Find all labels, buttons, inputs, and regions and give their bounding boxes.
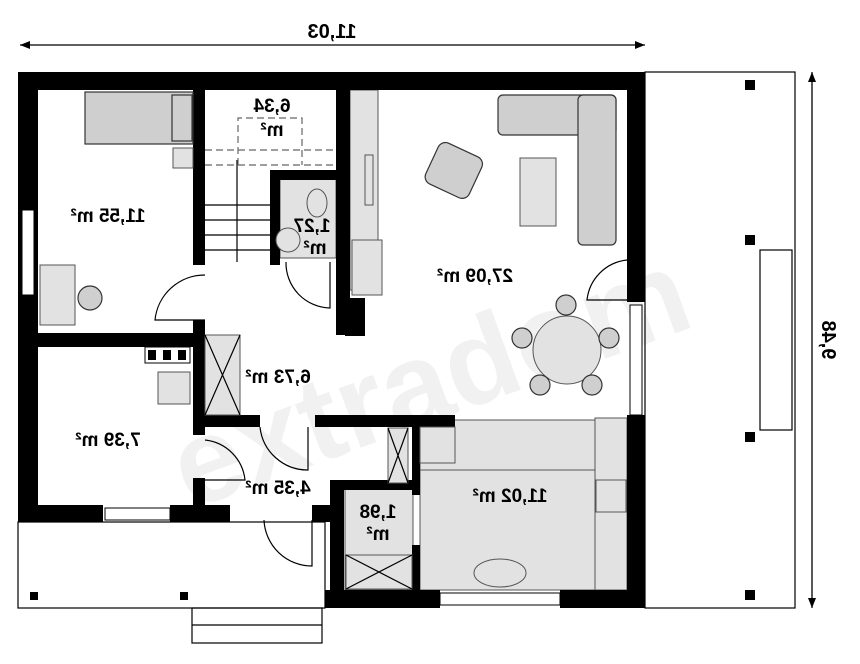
doors xyxy=(154,259,628,567)
dining-table-icon xyxy=(532,315,602,385)
room-area-wc: 1,27 xyxy=(294,216,331,237)
depth-dimension: 9,48 xyxy=(808,72,839,608)
depth-label: 9,48 xyxy=(817,321,839,360)
sink-icon xyxy=(473,558,527,588)
room-labels: 11,55 m² 6,34 m² 1,27 m² 27,09 m² 6,73 m… xyxy=(71,96,548,545)
room-area-boiler-room: 7,39 m² xyxy=(75,430,140,451)
toilet-icon xyxy=(306,188,328,218)
room-area-vestibule: 4,35 m² xyxy=(245,478,310,499)
width-dimension: 11,03 xyxy=(20,21,645,49)
stairs xyxy=(205,117,336,262)
fireplace-icon xyxy=(351,239,383,296)
coffee-table-icon xyxy=(519,157,557,227)
furniture xyxy=(39,91,627,590)
fridge-icon xyxy=(419,426,456,464)
washbasin-icon xyxy=(275,227,301,253)
stove-icon xyxy=(595,479,627,513)
armchair-icon xyxy=(424,141,484,199)
room-unit-pantry: m² xyxy=(366,524,389,545)
walls xyxy=(18,72,645,608)
boiler-icon xyxy=(157,371,191,405)
room-area-kitchen: 11,02 m² xyxy=(473,486,548,507)
width-label: 11,03 xyxy=(308,21,357,43)
room-area-living-room: 27,09 m² xyxy=(437,266,513,287)
chair-icon xyxy=(77,285,103,311)
room-unit-wc: m² xyxy=(303,238,326,259)
room-area-pantry: 1,98 xyxy=(360,502,397,523)
windows xyxy=(21,209,643,606)
desk-icon xyxy=(39,264,76,326)
room-area-hall: 6,73 m² xyxy=(245,367,310,388)
room-unit-staircase: m² xyxy=(260,120,283,141)
room-area-staircase: 6,34 xyxy=(253,96,290,117)
room-area-bedroom: 11,55 m² xyxy=(71,206,146,227)
